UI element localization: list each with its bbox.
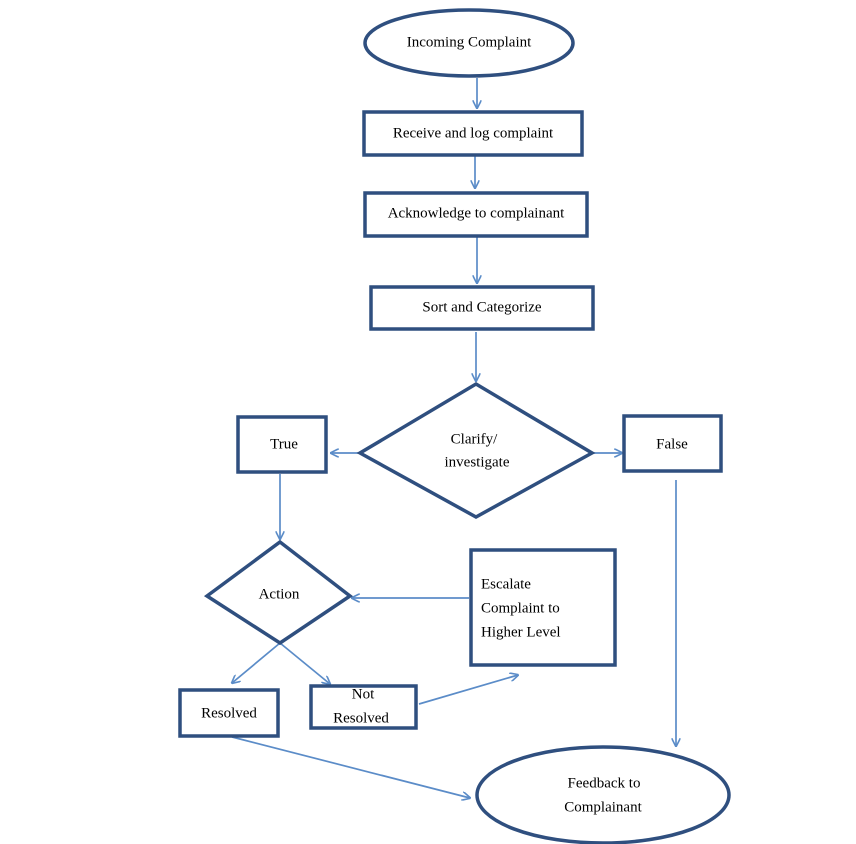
feedback-label-line2: Complainant [564, 799, 642, 815]
feedback-label-line1: Feedback to [568, 775, 641, 791]
incoming-complaint-label: Incoming Complaint [407, 34, 532, 50]
arrow-action-to-not-resolved [279, 642, 330, 684]
receive-log-label: Receive and log complaint [393, 125, 554, 141]
node-receive-log: Receive and log complaint [362, 110, 584, 157]
true-label: True [270, 436, 298, 452]
node-resolved: Resolved [178, 688, 280, 738]
node-not-resolved: Not Resolved [309, 684, 418, 730]
node-acknowledge: Acknowledge to complainant [363, 191, 589, 238]
arrow-resolved-to-feedback [231, 736, 470, 798]
node-incoming-complaint: Incoming Complaint [363, 8, 575, 78]
escalate-label-line3: Higher Level [481, 624, 561, 640]
node-action-decision: Action [203, 539, 353, 646]
resolved-label: Resolved [201, 705, 257, 721]
sort-categorize-label: Sort and Categorize [422, 299, 541, 315]
node-escalate: Escalate Complaint to Higher Level [469, 548, 617, 667]
node-sort-categorize: Sort and Categorize [369, 285, 595, 331]
arrow-not-resolved-to-escalate [418, 675, 518, 705]
not-resolved-label-line1: Not [352, 686, 375, 702]
clarify-label-line2: investigate [445, 454, 510, 470]
node-false: False [622, 414, 723, 473]
connectors [232, 78, 676, 798]
node-clarify-decision: Clarify/ investigate [356, 381, 596, 519]
node-feedback: Feedback to Complainant [475, 745, 731, 844]
not-resolved-label-line2: Resolved [333, 710, 389, 726]
escalate-label-line2: Complaint to [481, 600, 560, 616]
acknowledge-label: Acknowledge to complainant [388, 205, 565, 221]
escalate-label-line1: Escalate [481, 576, 531, 592]
action-label: Action [259, 586, 300, 602]
false-label: False [656, 436, 688, 452]
node-true: True [236, 415, 328, 474]
arrow-action-to-resolved [232, 642, 281, 683]
clarify-label-line1: Clarify/ [451, 431, 498, 447]
